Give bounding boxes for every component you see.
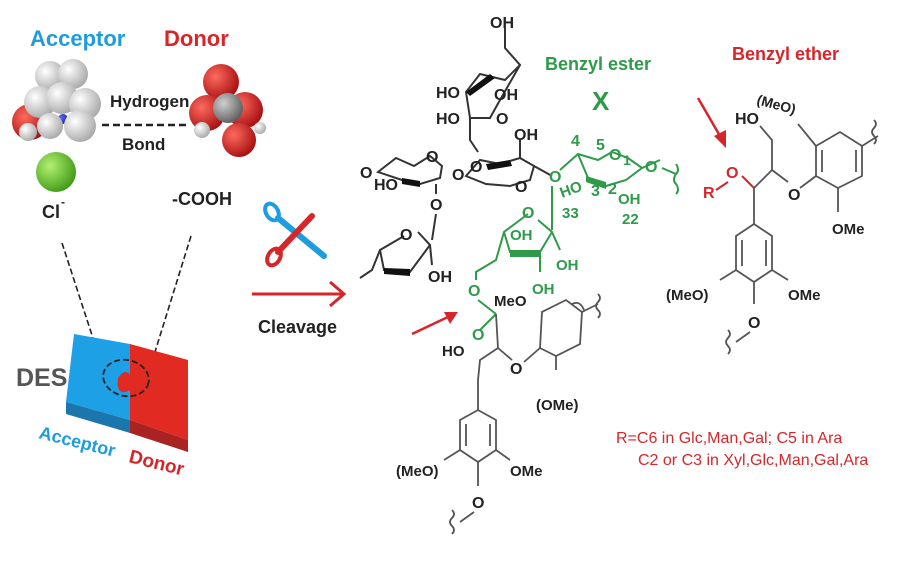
bond-label: Bond bbox=[122, 135, 165, 154]
svg-text:HO: HO bbox=[436, 85, 460, 102]
svg-text:R: R bbox=[703, 185, 715, 202]
svg-text:OH: OH bbox=[532, 281, 555, 298]
svg-text:OH: OH bbox=[490, 15, 514, 32]
svg-text:O: O bbox=[430, 197, 442, 214]
block-donor-label: Donor bbox=[127, 446, 187, 480]
svg-text:1: 1 bbox=[623, 152, 631, 168]
svg-text:33: 33 bbox=[562, 205, 579, 222]
des-block-icon bbox=[66, 334, 188, 452]
svg-text:OH: OH bbox=[618, 191, 641, 208]
svg-text:O: O bbox=[468, 283, 480, 300]
r-definition-line2: C2 or C3 in Xyl,Glc,Man,Gal,Ara bbox=[638, 452, 868, 469]
svg-text:OH: OH bbox=[428, 269, 452, 286]
svg-text:5: 5 bbox=[596, 137, 605, 154]
svg-text:HO: HO bbox=[558, 178, 585, 202]
svg-text:O: O bbox=[452, 167, 464, 184]
svg-text:O: O bbox=[496, 111, 508, 128]
svg-text:22: 22 bbox=[622, 211, 639, 228]
svg-text:O: O bbox=[748, 315, 760, 332]
svg-text:O: O bbox=[400, 227, 412, 244]
cleave-mark: X bbox=[592, 86, 610, 116]
benzyl-ether-structure: Benzyl ether (MeO) HO R O O OMe (MeO) OM… bbox=[616, 44, 879, 469]
svg-text:O: O bbox=[426, 149, 438, 166]
cleavage-label: Cleavage bbox=[258, 317, 337, 337]
scissors-icon bbox=[263, 201, 327, 268]
svg-text:OH: OH bbox=[510, 227, 533, 244]
cleavage-arrowhead bbox=[329, 280, 347, 308]
svg-text:HO: HO bbox=[374, 177, 398, 194]
chloride-label: Cl bbox=[42, 202, 60, 222]
svg-text:O: O bbox=[470, 159, 482, 176]
svg-text:O: O bbox=[472, 495, 484, 512]
des-panel: Acceptor Donor Hydrogen Bond bbox=[12, 26, 266, 481]
benzyl-ether-label: Benzyl ether bbox=[732, 44, 839, 64]
carboxyl-label: -COOH bbox=[172, 189, 232, 209]
svg-text:2: 2 bbox=[608, 181, 617, 198]
hydrogen-label: Hydrogen bbox=[110, 92, 189, 111]
svg-text:O: O bbox=[360, 165, 372, 182]
svg-text:O: O bbox=[510, 361, 522, 378]
ether-pointer-arrow bbox=[696, 97, 722, 137]
acceptor-title: Acceptor bbox=[30, 26, 126, 51]
svg-text:OH: OH bbox=[556, 257, 579, 274]
chloride-charge: - bbox=[61, 195, 65, 209]
svg-text:OH: OH bbox=[494, 87, 518, 104]
svg-text:OMe: OMe bbox=[788, 287, 821, 304]
ester-pointer-arrow bbox=[411, 314, 451, 336]
svg-text:4: 4 bbox=[571, 133, 580, 150]
benzyl-ester-label: Benzyl ester bbox=[545, 54, 651, 74]
svg-text:MeO: MeO bbox=[494, 293, 527, 310]
des-label: DES bbox=[16, 364, 67, 392]
svg-text:(MeO): (MeO) bbox=[396, 463, 439, 480]
svg-text:O: O bbox=[726, 165, 738, 182]
block-acceptor-label: Acceptor bbox=[37, 422, 118, 460]
svg-text:O: O bbox=[522, 205, 534, 222]
svg-text:3: 3 bbox=[591, 183, 600, 200]
svg-text:OMe: OMe bbox=[832, 221, 865, 238]
svg-text:OMe: OMe bbox=[510, 463, 543, 480]
lignin-carbohydrate-complex: Benzyl ester X OH HO OH HO O O HO O O OH… bbox=[359, 15, 679, 535]
svg-text:O: O bbox=[515, 179, 527, 196]
carboxylic-acid-model-icon bbox=[189, 64, 266, 157]
svg-text:O: O bbox=[645, 159, 657, 176]
r-definition-line1: R=C6 in Glc,Man,Gal; C5 in Ara bbox=[616, 430, 842, 447]
choline-chloride-model-icon bbox=[12, 59, 101, 192]
dashed-guide-right bbox=[149, 235, 192, 369]
svg-text:(MeO): (MeO) bbox=[755, 91, 797, 117]
svg-text:HO: HO bbox=[735, 111, 759, 128]
svg-text:(MeO): (MeO) bbox=[666, 287, 709, 304]
svg-text:(OMe): (OMe) bbox=[536, 397, 579, 414]
svg-text:O: O bbox=[472, 327, 484, 344]
svg-text:OH: OH bbox=[514, 127, 538, 144]
cleavage-step: Cleavage bbox=[252, 201, 347, 337]
svg-text:HO: HO bbox=[436, 111, 460, 128]
svg-text:HO: HO bbox=[442, 343, 465, 360]
donor-title: Donor bbox=[164, 26, 229, 51]
svg-text:O: O bbox=[549, 169, 561, 186]
svg-text:O: O bbox=[788, 187, 800, 204]
svg-text:O: O bbox=[609, 147, 621, 164]
